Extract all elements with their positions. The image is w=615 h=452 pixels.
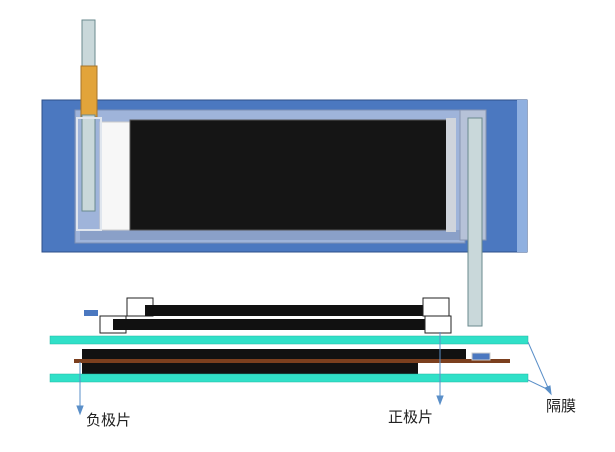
cathode-plate-2 bbox=[113, 319, 443, 330]
stack-cross-section bbox=[49, 297, 529, 383]
left-tab-upper bbox=[81, 19, 96, 69]
right-tab-lower bbox=[467, 117, 483, 327]
separator-label: 隔膜 bbox=[546, 397, 577, 415]
cathode-end-right-1 bbox=[422, 297, 450, 317]
electrode-right-rim bbox=[446, 118, 456, 232]
cathode-plate-1 bbox=[145, 305, 445, 316]
cathode-label: 正极片 bbox=[388, 408, 434, 426]
pouch-right-edge bbox=[517, 100, 527, 252]
anode-plate-lower bbox=[82, 363, 418, 374]
anode-leader-head bbox=[76, 405, 84, 416]
electrode-area-top bbox=[129, 119, 451, 231]
small-tab-left bbox=[84, 310, 98, 316]
cathode-leader-head bbox=[436, 395, 444, 406]
pouch-cell-top-view bbox=[41, 19, 528, 327]
pouch-inner-shadow bbox=[80, 230, 460, 240]
separator-layer-1 bbox=[49, 335, 529, 345]
left-tab-sealant bbox=[80, 65, 98, 118]
left-tab-inner bbox=[76, 117, 102, 231]
separator-strip-top bbox=[99, 121, 133, 231]
separator-leader-1 bbox=[527, 341, 550, 391]
anode-plate bbox=[82, 349, 466, 361]
cathode-end-right-2 bbox=[424, 315, 452, 334]
small-tab-right bbox=[471, 352, 491, 361]
copper-strip bbox=[74, 359, 510, 363]
leader-lines bbox=[76, 332, 552, 416]
separator-layer-2 bbox=[49, 373, 529, 383]
anode-label: 负极片 bbox=[86, 411, 132, 429]
left-tab-lower bbox=[81, 114, 96, 212]
separator-leader-2 bbox=[527, 379, 550, 391]
